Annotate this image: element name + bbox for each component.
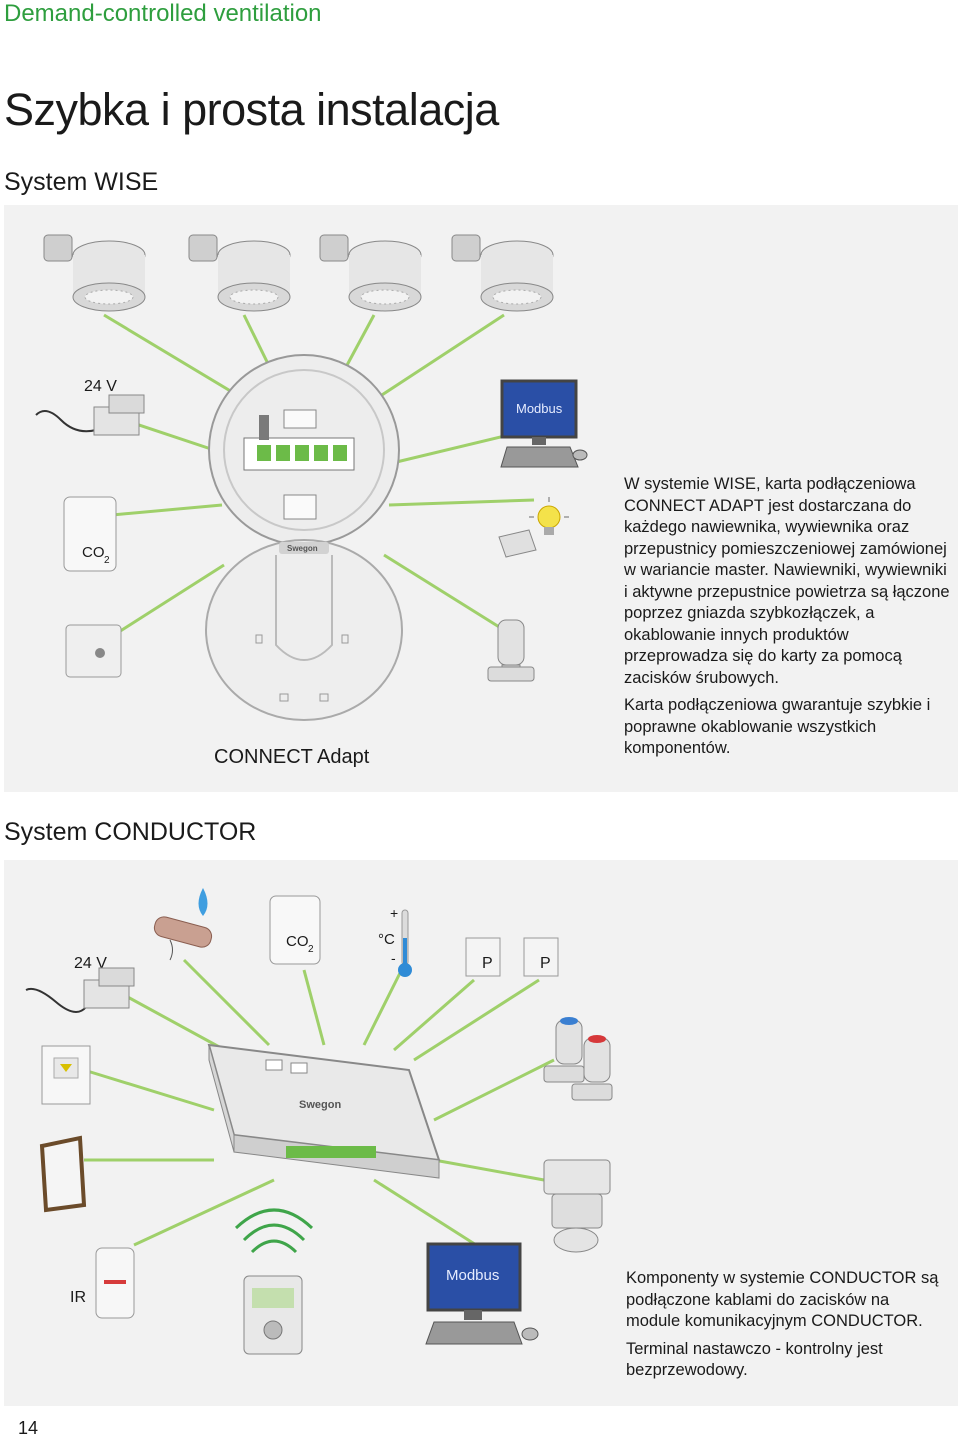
page-title: Szybka i prosta instalacja (4, 84, 499, 135)
conductor-transformer-icon (25, 967, 135, 1013)
wise-power-label: 24 V (84, 378, 117, 395)
wise-co2-sub: 2 (104, 555, 110, 566)
wise-diagram-panel: 24 V CO 2 (4, 205, 958, 792)
wise-description: W systemie WISE, karta podłączeniowa CON… (624, 474, 950, 766)
wise-diagram: 24 V CO 2 (35, 234, 588, 768)
connect-adapt-unit-icon: Swegon (205, 354, 403, 721)
conductor-temp-minus: - (391, 950, 396, 966)
conductor-co2-label: CO (286, 933, 309, 950)
conductor-modbus-label: Modbus (446, 1267, 499, 1284)
condensation-sensor-icon (153, 888, 213, 961)
damper-actuator-icon (543, 1159, 611, 1253)
heating-cooling-valve-icon (543, 1017, 613, 1101)
page-number: 14 (18, 1418, 39, 1438)
wise-paragraph-2: Karta podłączeniowa gwarantuje szybkie i… (624, 696, 931, 757)
conductor-pressure-label-1: P (482, 955, 493, 972)
wall-switch-icon (41, 1045, 91, 1105)
conductor-temp-unit: °C (378, 931, 395, 948)
thermometer-icon: + °C - (378, 905, 412, 977)
connect-adapt-label: CONNECT Adapt (214, 746, 370, 768)
conductor-co2-sensor-icon: CO 2 (269, 895, 321, 965)
conductor-diagram-panel: 24 V CO 2 + °C - P (4, 860, 958, 1406)
wise-co2-label: CO (82, 544, 105, 561)
diffuser-2-icon (188, 234, 291, 312)
conductor-module-icon: Swegon (207, 1043, 441, 1179)
wise-paragraph-1: W systemie WISE, karta podłączeniowa CON… (624, 475, 950, 687)
wise-brand-label: Swegon (287, 544, 318, 553)
conductor-co2-sub: 2 (308, 944, 314, 955)
conductor-diagram: 24 V CO 2 + °C - P (25, 888, 613, 1355)
section-title-conductor: System CONDUCTOR (4, 818, 257, 846)
co2-sensor-icon: CO 2 (63, 496, 117, 572)
section-title-wise: System WISE (4, 168, 159, 196)
conductor-modbus-computer-icon: Modbus (425, 1242, 539, 1345)
thermostat-icon (65, 624, 122, 678)
diffuser-3-icon (319, 234, 422, 312)
transformer-icon (35, 394, 145, 436)
header-category: Demand-controlled ventilation (4, 0, 322, 27)
conductor-paragraph-2: Terminal nastawczo - kontrolny jest bezp… (626, 1339, 883, 1380)
conductor-ir-label: IR (70, 1289, 86, 1306)
diffuser-4-icon (451, 234, 554, 312)
conductor-description: Komponenty w systemie CONDUCTOR są podłą… (626, 1268, 946, 1388)
diffuser-1-icon (43, 234, 146, 312)
modbus-computer-icon: Modbus (500, 379, 588, 468)
ir-presence-sensor-icon: IR (70, 1247, 135, 1319)
wireless-terminal-icon (234, 1208, 314, 1355)
wise-modbus-label: Modbus (516, 401, 563, 416)
pressure-sensor-1-icon: P (465, 937, 501, 977)
conductor-pressure-label-2: P (540, 955, 551, 972)
conductor-temp-plus: + (390, 905, 398, 921)
conductor-brand-label: Swegon (299, 1099, 341, 1111)
conductor-paragraph-1: Komponenty w systemie CONDUCTOR są podłą… (626, 1269, 939, 1330)
window-contact-icon (39, 1135, 87, 1213)
wise-wires (103, 313, 535, 637)
valve-actuator-icon (487, 619, 535, 682)
light-bulb-icon (529, 497, 569, 535)
pressure-sensor-2-icon: P (523, 937, 559, 977)
relay-module-icon (498, 529, 537, 558)
